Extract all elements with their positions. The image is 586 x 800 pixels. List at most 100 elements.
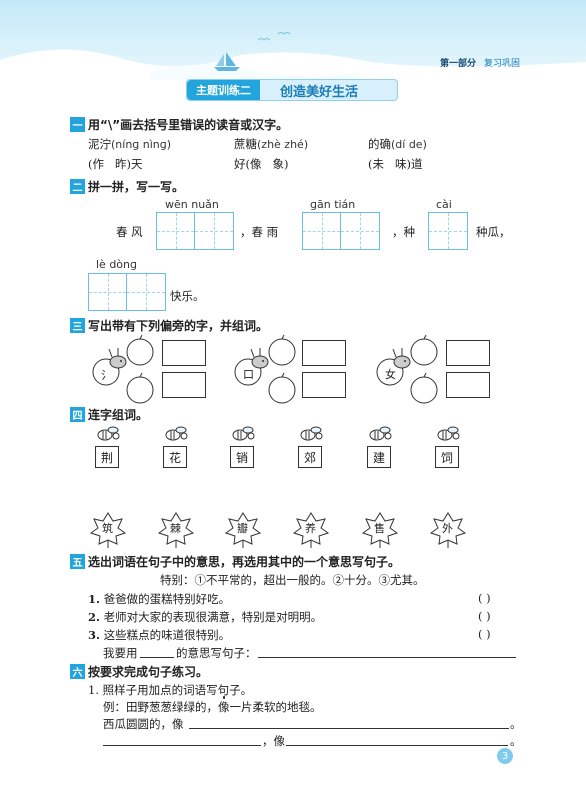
blank-fill-1[interactable] [189,728,509,729]
q5-item-2: 2. 老师对大家的表现很满意，特别是对明明。 [88,610,323,624]
apple-rabbit-illustration [376,334,438,404]
pinyin-ledong: lè dònɡ [96,258,137,271]
theme-title: 创造美好生活 [280,84,359,100]
blank-meaning-number[interactable] [140,657,174,658]
word-char-box[interactable]: 建 [367,446,391,468]
q1-word-3: 的确(dí de) [368,137,427,151]
leaf-icon [293,512,329,548]
period: 。 [510,717,522,731]
leaf-icon [225,512,261,548]
q1-word-6: (未 味)道 [368,157,423,171]
radical-kou: 口 [243,368,254,381]
leaf-char[interactable]: 外 [442,522,453,535]
answer-paren[interactable]: ( ) [478,627,491,641]
section-number: 三 [70,318,85,333]
section-6-heading: 六 按要求完成句子练习。 [70,663,208,680]
pinyin-cai: cài [436,198,452,211]
section-title: 按要求完成句子练习。 [88,665,209,679]
tianzige-ledong[interactable] [88,273,166,311]
blank-sentence[interactable] [258,657,516,658]
section-4-heading: 四 连字组词。 [70,406,148,423]
q6-example: 例：田野葱葱绿绿的，像一片柔软的地毯。 [103,696,322,714]
q5-use-pre: 我要用 [103,646,138,660]
answer-paren[interactable]: ( ) [478,591,491,605]
section-number: 四 [70,407,85,422]
leaf-char[interactable]: 筑 [102,522,113,535]
tianzige-gantian[interactable] [302,212,380,250]
section-number: 五 [70,554,85,569]
page-number: 3 [497,748,513,764]
theme-bar: 主题训练二 创造美好生活 [186,79,398,101]
q1-word-5: 好(像 象) [234,157,289,171]
leaf-icon [430,512,466,548]
answer-box[interactable] [162,340,206,366]
q1-word-2: 蔗糖(zhè zhé) [234,137,309,151]
leaf-icon [158,512,194,548]
meaning-definition: 特别：①不平常的，超出一般的。②十分。③尤其。 [160,573,425,587]
word-char-box[interactable]: 销 [230,446,254,468]
blank-fill-2b[interactable] [286,745,508,746]
bee-icon [437,426,460,441]
answer-paren[interactable]: ( ) [478,609,491,623]
section-title: 拼一拼，写一写。 [88,180,185,194]
apple-rabbit-illustration [234,334,296,404]
period: 。 [510,734,522,748]
section-number: 六 [70,664,85,679]
pinyin-wennuan: wēn nuǎn [165,198,219,211]
bee-icon [232,426,255,441]
section-2-heading: 二 拼一拼，写一写。 [70,178,184,195]
pinyin-gantian: ɡān tián [310,198,356,211]
answer-box[interactable] [302,372,346,398]
part-label: 第一部分复习巩固 [440,56,520,69]
apple-rabbit-illustration [92,334,154,404]
section-title: 连字组词。 [88,408,149,422]
q2-text-4: 种瓜， [476,225,511,239]
leaf-char[interactable]: 售 [374,522,385,535]
q2-text-5: 快乐。 [170,289,205,303]
section-1-heading: 一 用“\”画去括号里错误的读音或汉字。 [70,116,288,133]
answer-box[interactable] [446,372,490,398]
leaf-char[interactable]: 养 [305,522,316,535]
word-char-box[interactable]: 花 [163,446,187,468]
section-3-heading: 三 写出带有下列偏旁的字，并组词。 [70,317,268,334]
leaf-icon [90,512,126,548]
radical-nv: 女 [385,368,396,381]
blank-fill-2a[interactable] [103,745,261,746]
word-char-box[interactable]: 饲 [435,446,459,468]
section-title: 选出词语在句子中的意思，再选用其中的一个意思写句子。 [88,555,401,569]
part-name: 第一部分 [439,59,476,69]
q5-use-post: 的意思写句子： [176,646,257,660]
q5-item-1: 1. 爸爸做的蛋糕特别好吃。 [88,592,231,606]
bee-icon [97,426,120,441]
leaf-icon [362,512,398,548]
bee-icon [165,426,188,441]
section-title: 写出带有下列偏旁的字，并组词。 [88,319,269,333]
answer-box[interactable] [302,340,346,366]
header-banner [0,0,586,80]
section-name: 复习巩固 [483,59,520,69]
q2-text-2: ，春 雨 [240,225,279,239]
answer-box[interactable] [162,372,206,398]
radical-shui: 氵 [101,369,112,382]
q6-item-1: 1. 照样子用加点的词语写句子。 [88,683,253,697]
q1-word-1: 泥泞(nínɡ nìnɡ) [88,137,172,151]
tianzige-cai[interactable] [428,212,468,250]
bee-icon [369,426,392,441]
word-char-box[interactable]: 郊 [298,446,322,468]
bee-icon [300,426,323,441]
q2-text-1: 春 风 [116,225,143,239]
theme-tag: 主题训练二 [187,80,260,100]
section-number: 二 [70,179,85,194]
section-number: 一 [70,117,85,132]
q6-fill-2: ，像 [262,734,285,748]
section-5-heading: 五 选出词语在句子中的意思，再选用其中的一个意思写句子。 [70,553,400,570]
section-title: 用“\”画去括号里错误的读音或汉字。 [88,118,289,132]
q5-item-3: 3. 这些糕点的味道很特别。 [88,628,231,642]
word-char-box[interactable]: 荆 [95,446,119,468]
leaf-char[interactable]: 瓣 [237,522,248,535]
tianzige-wennuan[interactable] [156,212,234,250]
answer-box[interactable] [446,340,490,366]
q2-text-3: ，种 [392,225,415,239]
q1-word-4: (作 昨)天 [88,157,143,171]
leaf-char[interactable]: 棘 [170,522,181,535]
